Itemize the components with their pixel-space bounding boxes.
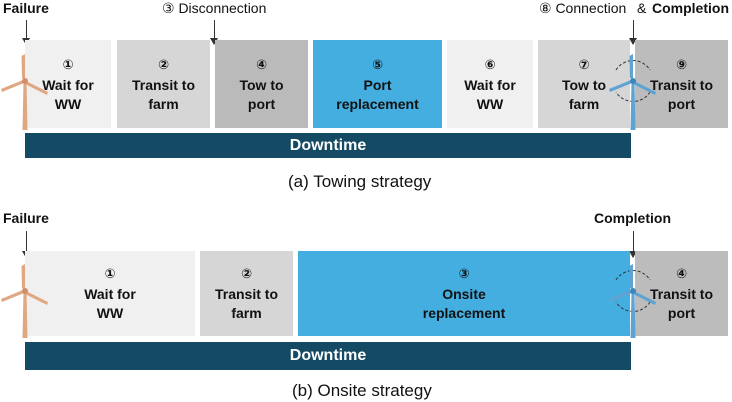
step-label-line2: farm [148, 95, 179, 112]
towing-amp-label: & [637, 0, 647, 16]
onsite-failure-label: Failure [3, 210, 49, 226]
step-label-line2: replacement [422, 305, 506, 321]
step-label-line1: Wait for [464, 76, 516, 93]
step-label-line2: WW [96, 305, 124, 321]
step-number: ③ [458, 266, 470, 281]
towing-disconnection-arrow [210, 20, 218, 45]
step-label-line2: farm [568, 95, 600, 112]
failed-turbine-icon [1, 264, 48, 338]
step-number: ⑨ [675, 56, 687, 72]
step-label-line2: port [247, 95, 276, 112]
step-number: ① [104, 266, 116, 281]
repaired-turbine-icon [609, 264, 656, 338]
towing-step-wait-ww: ① Wait for WW [25, 40, 111, 128]
step-number: ④ [255, 56, 267, 72]
towing-completion-arrow [629, 20, 637, 45]
towing-connection-label: ⑧ Connection [539, 0, 627, 16]
towing-step-tow-farm: ⑦ Tow to farm [538, 40, 630, 128]
step-label-line1: Tow to [561, 76, 607, 93]
failed-turbine-icon [1, 54, 48, 130]
connected-turbine-icon [609, 54, 656, 130]
towing-step-transit-port: ⑨ Transit to port [635, 40, 728, 128]
towing-downtime-bar: Downtime [25, 133, 631, 158]
onsite-step-wait-ww: ① Wait for WW [25, 251, 195, 336]
step-label-line1: Transit to [649, 76, 713, 93]
step-label-line2: WW [476, 95, 504, 112]
onsite-step-onsite-replacement: ③ Onsite replacement [298, 251, 630, 336]
step-label-line2: port [667, 305, 696, 321]
towing-step-wait-ww-2: ⑥ Wait for WW [447, 40, 533, 128]
step-number: ② [157, 56, 169, 72]
onsite-completion-arrow [629, 231, 637, 258]
step-label-line2: port [667, 95, 696, 112]
onsite-downtime-bar: Downtime [25, 342, 631, 370]
step-label-line2: farm [231, 305, 262, 321]
step-label-line1: Transit to [131, 76, 195, 93]
step-number: ⑥ [484, 56, 496, 72]
step-label-line2: WW [54, 95, 82, 112]
onsite-step-transit-farm: ② Transit to farm [200, 251, 293, 336]
towing-failure-label: Failure [3, 0, 49, 16]
towing-completion-label: Completion [652, 0, 729, 16]
step-label-line1: Onsite [442, 286, 486, 302]
onsite-completion-label: Completion [594, 210, 671, 226]
towing-step-tow-port: ④ Tow to port [215, 40, 308, 128]
step-number: ⑦ [578, 56, 590, 72]
onsite-step-transit-port: ④ Transit to port [635, 251, 728, 336]
step-number: ① [62, 56, 74, 72]
step-label-line1: Transit to [214, 286, 278, 302]
towing-disconnection-label: ③ Disconnection [162, 0, 267, 16]
step-label-line1: Port [363, 76, 392, 93]
step-label-line1: Tow to [239, 76, 284, 93]
step-label-line1: Wait for [42, 76, 94, 93]
towing-step-transit-farm: ② Transit to farm [117, 40, 210, 128]
step-number: ② [240, 266, 252, 281]
step-label-line1: Transit to [649, 286, 713, 302]
onsite-caption: (b) Onsite strategy [292, 381, 432, 400]
step-number: ⑤ [371, 56, 383, 72]
step-number: ④ [675, 266, 687, 281]
towing-step-port-replacement: ⑤ Port replacement [313, 40, 442, 128]
step-label-line1: Wait for [84, 286, 136, 302]
towing-caption: (a) Towing strategy [288, 172, 432, 191]
step-label-line2: replacement [336, 95, 419, 112]
